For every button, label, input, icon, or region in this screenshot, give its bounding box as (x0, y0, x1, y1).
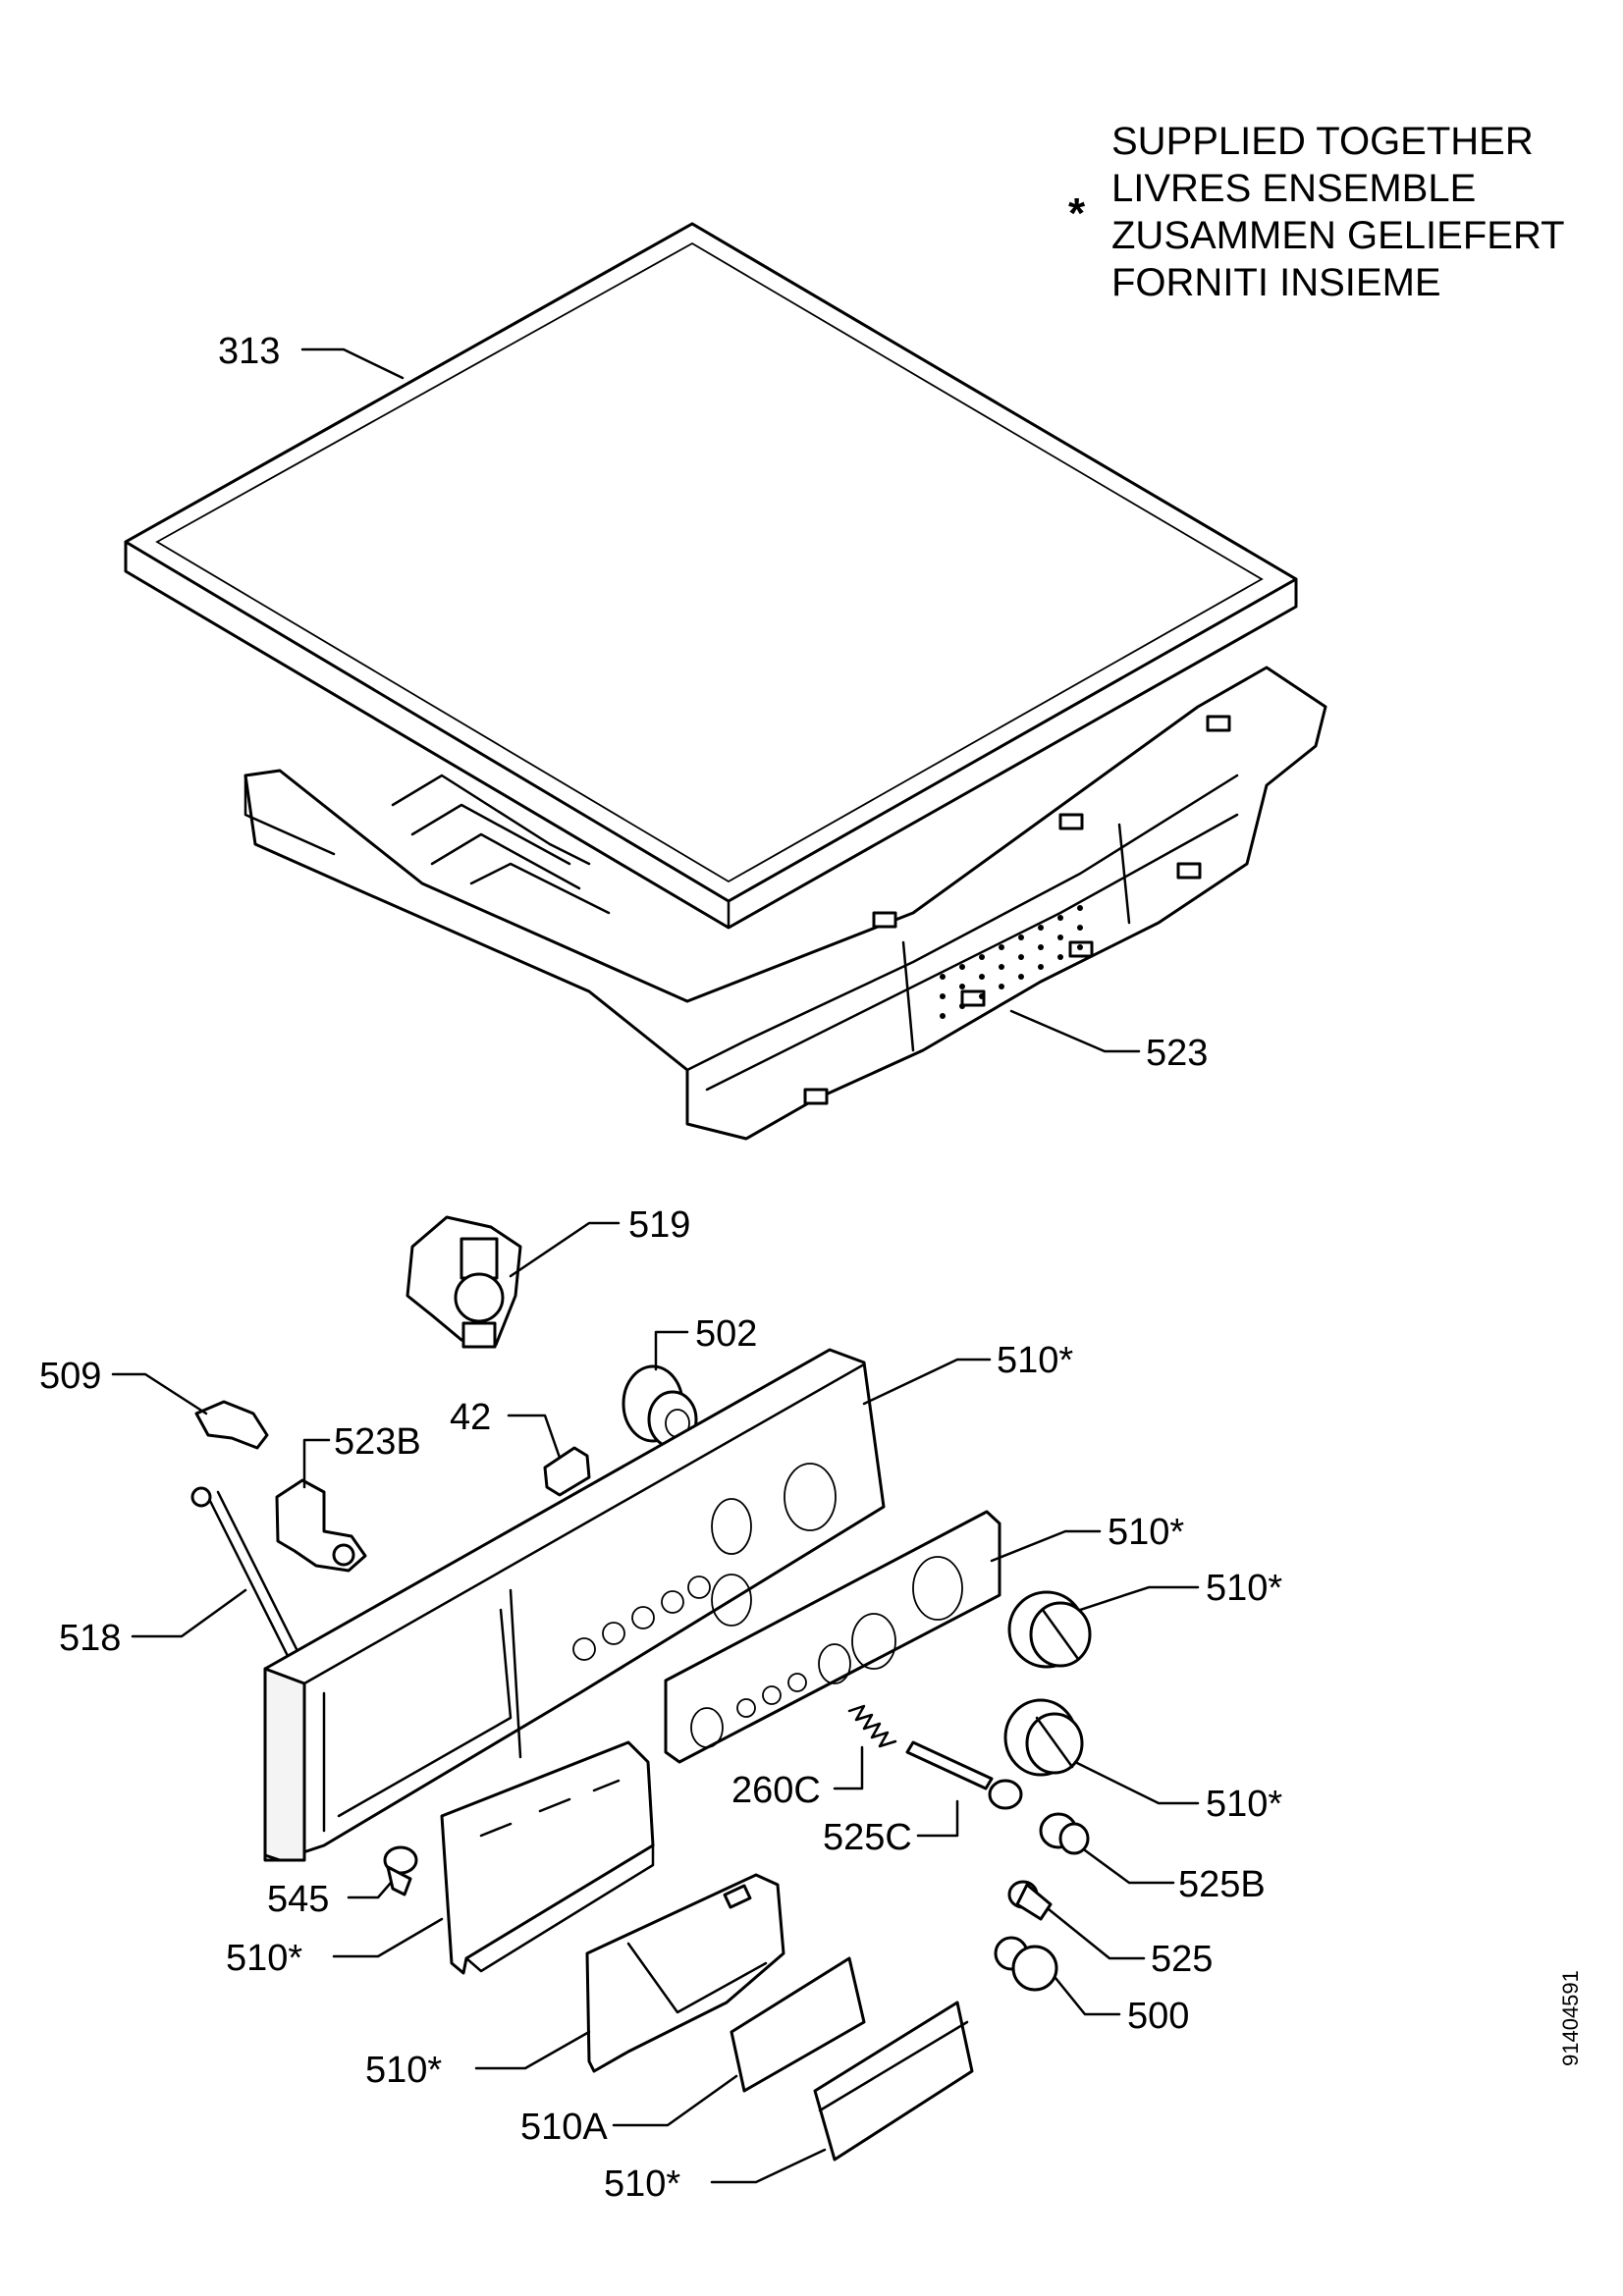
label-313: 313 (218, 331, 280, 372)
label-510-flap: 510* (604, 2163, 680, 2205)
panel-510-top (263, 1348, 886, 1862)
tray-vent-grid (940, 905, 1083, 1019)
drawer-front-510 (440, 1740, 655, 1975)
cap-500 (994, 1936, 1058, 1992)
label-519: 519 (628, 1204, 690, 1246)
label-42: 42 (450, 1397, 491, 1438)
shaft-525c (905, 1740, 1023, 1810)
spring-260c (847, 1704, 897, 1748)
bush-525b (1039, 1812, 1090, 1855)
legend-line-4: FORNITI INSIEME (1111, 261, 1441, 304)
lid-313 (124, 222, 1298, 930)
label-510-drawer-front: 510* (226, 1938, 302, 1979)
tray-523 (243, 666, 1327, 1141)
label-510-knob-lower: 510* (1206, 1784, 1282, 1825)
legend-line-2: LIVRES ENSEMBLE (1111, 167, 1476, 210)
label-525c: 525C (823, 1817, 912, 1858)
flap-510 (813, 2001, 974, 2162)
label-523b: 523B (334, 1421, 421, 1463)
knob-lower-510 (1003, 1698, 1084, 1777)
pin-525 (1007, 1880, 1053, 1921)
label-545: 545 (267, 1879, 329, 1920)
screw-545 (383, 1845, 418, 1896)
label-510a: 510A (520, 2107, 608, 2148)
clip-509 (194, 1400, 269, 1450)
label-510-drawer-handle: 510* (365, 2050, 442, 2091)
holder-523b (275, 1478, 367, 1573)
legend-asterisk: * (1068, 189, 1086, 238)
facia-510 (664, 1510, 1001, 1764)
leader-lines (111, 347, 1200, 2184)
label-525b: 525B (1178, 1864, 1266, 1905)
drawer-handle-510 (585, 1873, 785, 2073)
legend-line-1: SUPPLIED TOGETHER (1111, 120, 1534, 163)
insert-510a (730, 1956, 866, 2093)
label-502: 502 (695, 1313, 757, 1355)
knob-body-519 (406, 1215, 522, 1349)
label-260c: 260C (731, 1770, 821, 1811)
knob-upper-510 (1007, 1590, 1092, 1669)
switch-42 (543, 1446, 591, 1497)
label-523: 523 (1146, 1033, 1208, 1074)
label-500: 500 (1127, 1996, 1189, 2037)
drawing-code: 91404591 (1558, 1970, 1583, 2066)
label-525: 525 (1151, 1939, 1213, 1980)
label-510-knob-upper: 510* (1206, 1568, 1282, 1609)
label-510-facia: 510* (1108, 1512, 1184, 1553)
legend-line-3: ZUSAMMEN GELIEFERT (1111, 214, 1565, 257)
legend: * SUPPLIED TOGETHER LIVRES ENSEMBLE ZUSA… (1068, 120, 1565, 304)
part-labels: 313 523 519 502 509 42 523B 510* 518 510… (39, 331, 1282, 2205)
label-518: 518 (59, 1618, 121, 1659)
label-509: 509 (39, 1356, 101, 1397)
rod-518 (190, 1486, 308, 1676)
label-510-panel-top: 510* (997, 1340, 1073, 1381)
